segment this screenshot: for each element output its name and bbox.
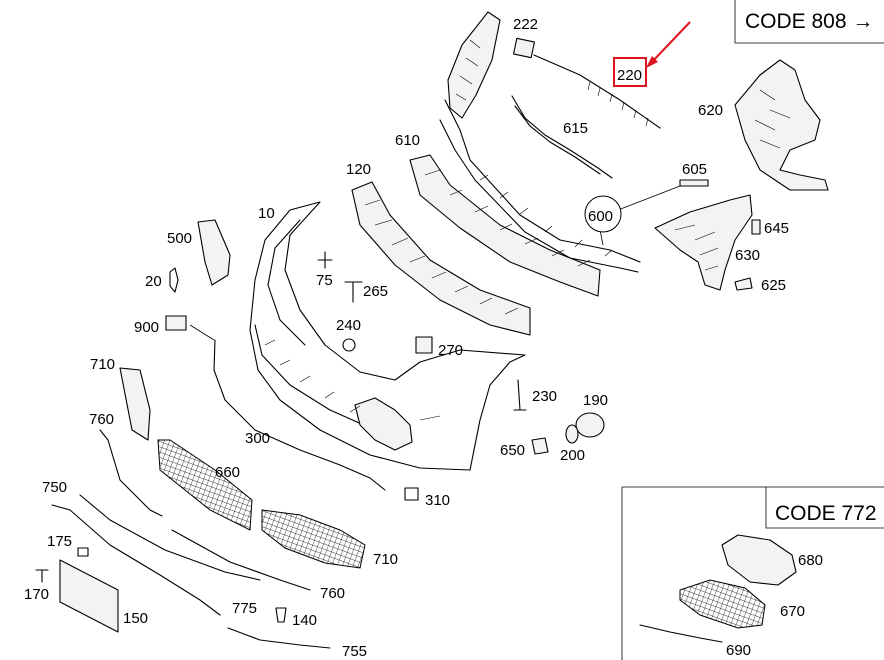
part-20-clip bbox=[169, 267, 179, 293]
part-label-200: 200 bbox=[560, 447, 585, 464]
part-label-760: 760 bbox=[89, 411, 114, 428]
part-150-plate bbox=[59, 559, 119, 633]
part-label-310: 310 bbox=[425, 492, 450, 509]
part-label-650: 650 bbox=[500, 442, 525, 459]
part-10-bumper-cover bbox=[249, 201, 526, 471]
part-200-ring bbox=[565, 424, 579, 444]
part-645-clip bbox=[751, 219, 761, 235]
part-labels: 222 220 615 620 610 605 120 600 645 10 630 500 625 75… bbox=[24, 16, 823, 660]
part-265-screw bbox=[344, 281, 363, 303]
part-620-bracket bbox=[734, 59, 829, 191]
part-900-harness bbox=[165, 315, 386, 491]
part-label-900: 900 bbox=[134, 319, 159, 336]
part-label-625: 625 bbox=[761, 277, 786, 294]
part-140-clip bbox=[275, 607, 287, 623]
part-710-grille-lower bbox=[261, 509, 366, 569]
part-label-755: 755 bbox=[342, 643, 367, 660]
code-772-label: CODE 772 bbox=[775, 502, 877, 525]
part-label-605: 605 bbox=[682, 161, 707, 178]
callout-600-circle bbox=[584, 195, 622, 233]
part-630-guide bbox=[654, 194, 753, 291]
part-label-150: 150 bbox=[123, 610, 148, 627]
part-label-120: 120 bbox=[346, 161, 371, 178]
part-760-trim-lower bbox=[171, 529, 311, 591]
part-240-nut bbox=[342, 338, 356, 352]
part-270-pad bbox=[415, 336, 433, 354]
part-label-645: 645 bbox=[764, 220, 789, 237]
part-label-680: 680 bbox=[798, 552, 823, 569]
part-625-clip bbox=[734, 277, 753, 291]
part-310-clip bbox=[404, 487, 419, 501]
part-760-trim-upper bbox=[99, 429, 163, 517]
part-label-20: 20 bbox=[145, 273, 162, 290]
part-label-775: 775 bbox=[232, 600, 257, 617]
part-500-bracket bbox=[197, 219, 231, 286]
part-label-760: 760 bbox=[320, 585, 345, 602]
leader-lines bbox=[189, 185, 681, 341]
part-label-710: 710 bbox=[373, 551, 398, 568]
part-label-620: 620 bbox=[698, 102, 723, 119]
part-170-screw bbox=[35, 569, 49, 583]
part-label-615: 615 bbox=[563, 120, 588, 137]
part-220-wire bbox=[533, 54, 661, 129]
part-680-frame bbox=[721, 534, 797, 586]
part-75-bolt bbox=[317, 251, 333, 269]
part-label-75: 75 bbox=[316, 272, 333, 289]
highlight-arrow bbox=[649, 21, 691, 65]
part-label-500: 500 bbox=[167, 230, 192, 247]
part-label-220: 220 bbox=[617, 67, 642, 84]
part-label-300: 300 bbox=[245, 430, 270, 447]
part-690-trim bbox=[639, 624, 723, 643]
part-label-690: 690 bbox=[726, 642, 751, 659]
part-label-660: 660 bbox=[215, 464, 240, 481]
part-label-10: 10 bbox=[258, 205, 275, 222]
part-222-strip bbox=[439, 11, 641, 273]
part-label-670: 670 bbox=[780, 603, 805, 620]
part-230-screw bbox=[513, 379, 527, 411]
part-label-175: 175 bbox=[47, 533, 72, 550]
part-label-222: 222 bbox=[513, 16, 538, 33]
part-label-230: 230 bbox=[532, 388, 557, 405]
part-660-lower-grille bbox=[157, 439, 253, 531]
part-label-140: 140 bbox=[292, 612, 317, 629]
part-760-trim-mid bbox=[79, 494, 261, 581]
part-label-240: 240 bbox=[336, 317, 361, 334]
part-710-grille-upper bbox=[119, 367, 151, 441]
part-615-bracket bbox=[511, 95, 613, 179]
part-650-clip bbox=[531, 437, 549, 455]
part-120-absorber bbox=[351, 181, 531, 336]
part-label-170: 170 bbox=[24, 586, 49, 603]
highlight-arrowhead bbox=[646, 56, 658, 68]
part-610-strip bbox=[409, 154, 601, 297]
part-label-630: 630 bbox=[735, 247, 760, 264]
part-label-710: 710 bbox=[90, 356, 115, 373]
code-808-box: CODE 808 → bbox=[734, 0, 884, 44]
code-772-box: CODE 772 bbox=[621, 486, 884, 660]
part-755-trim bbox=[227, 627, 331, 649]
part-605-clip bbox=[679, 179, 709, 187]
part-label-600: 600 bbox=[588, 208, 613, 225]
part-190-sensor bbox=[575, 412, 605, 438]
part-label-270: 270 bbox=[438, 342, 463, 359]
part-label-610: 610 bbox=[395, 132, 420, 149]
part-175-clip bbox=[77, 547, 89, 557]
part-label-190: 190 bbox=[583, 392, 608, 409]
code-808-label: CODE 808 → bbox=[745, 10, 873, 33]
part-750-trim bbox=[51, 504, 221, 616]
part-label-750: 750 bbox=[42, 479, 67, 496]
highlight-box-220 bbox=[613, 57, 647, 87]
part-label-265: 265 bbox=[363, 283, 388, 300]
part-670-grille bbox=[679, 579, 766, 629]
